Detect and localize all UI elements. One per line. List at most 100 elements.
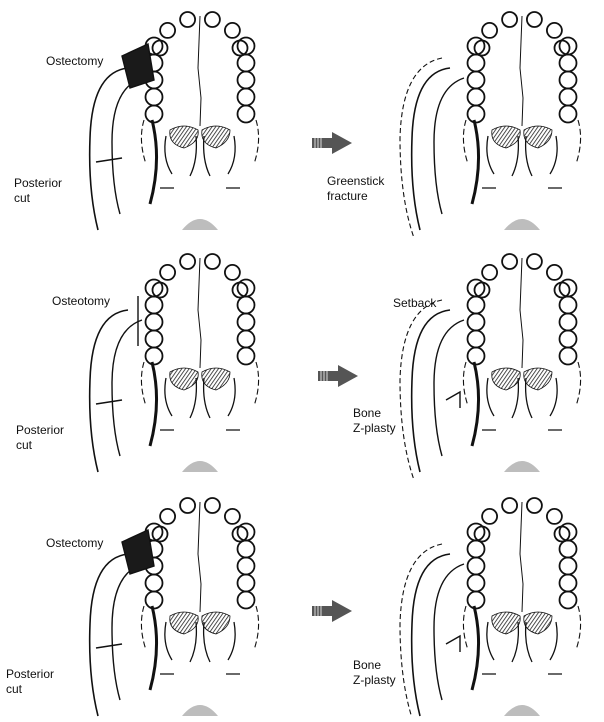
- label-row1-posterior: Posterior: [14, 176, 62, 190]
- tooth: [560, 331, 577, 348]
- label-row3-posterior: Posterior: [6, 667, 54, 681]
- pterygoid-outline: [141, 606, 258, 650]
- tooth: [468, 72, 485, 89]
- zygoma-inner: [434, 564, 464, 700]
- tooth: [146, 575, 163, 592]
- tooth: [153, 283, 168, 298]
- tooth: [560, 592, 577, 609]
- label-row2-osteotomy: Osteotomy: [52, 294, 110, 308]
- tooth: [225, 23, 240, 38]
- tooth: [238, 55, 255, 72]
- palate-r2-after: [400, 254, 581, 480]
- pterygoid-outline: [463, 120, 580, 164]
- tooth: [146, 106, 163, 123]
- tooth: [560, 575, 577, 592]
- palatal-shelf-left: [170, 126, 198, 148]
- tooth: [160, 265, 175, 280]
- tooth: [146, 592, 163, 609]
- palate-r1-after: [400, 12, 581, 238]
- label-row2-setback: Setback: [393, 296, 436, 310]
- tooth: [225, 509, 240, 524]
- tooth: [527, 12, 542, 27]
- midline-suture: [520, 258, 523, 368]
- tooth: [146, 89, 163, 106]
- posterior-cut-line: [96, 400, 122, 404]
- ostectomy-block: [122, 44, 154, 88]
- palatal-shelf-right: [524, 126, 552, 148]
- tooth: [233, 527, 248, 542]
- nasal-mound: [182, 219, 218, 230]
- label-row3-ostectomy: Ostectomy: [46, 536, 103, 550]
- zygoma-shadow: [150, 606, 157, 690]
- palatal-shelf-left: [492, 368, 520, 390]
- label-row2-posterior: Posterior: [16, 423, 64, 437]
- tooth: [475, 527, 490, 542]
- tooth: [233, 283, 248, 298]
- tooth: [475, 41, 490, 56]
- nasal-mound: [182, 461, 218, 472]
- tooth: [238, 575, 255, 592]
- tooth: [225, 265, 240, 280]
- midline-suture: [520, 502, 523, 612]
- palatal-shelf-right: [524, 612, 552, 634]
- tooth: [547, 23, 562, 38]
- nasal-mound: [182, 705, 218, 716]
- tooth: [502, 12, 517, 27]
- palate-r3-after: [400, 498, 581, 717]
- tooth: [205, 254, 220, 269]
- zygoma-shadow: [472, 362, 479, 446]
- midline-suture: [520, 16, 523, 126]
- tooth: [238, 106, 255, 123]
- z-plasty-mark: [446, 636, 460, 652]
- tooth: [560, 55, 577, 72]
- tooth: [238, 348, 255, 365]
- tooth: [180, 498, 195, 513]
- zygoma-outer: [90, 310, 128, 472]
- zygoma-inner: [434, 320, 464, 456]
- tooth: [555, 527, 570, 542]
- tooth: [468, 558, 485, 575]
- posterior-cut-line: [96, 644, 122, 648]
- tooth: [238, 72, 255, 89]
- palatal-shelf-right: [202, 368, 230, 390]
- tooth: [146, 331, 163, 348]
- tooth: [482, 509, 497, 524]
- arrow-head: [332, 132, 352, 154]
- tooth: [238, 297, 255, 314]
- tooth: [527, 254, 542, 269]
- palatal-shelf-left: [170, 612, 198, 634]
- tooth: [468, 541, 485, 558]
- tooth: [560, 558, 577, 575]
- arrow-head: [332, 600, 352, 622]
- zygoma-shadow: [472, 120, 479, 204]
- label-row2-cut: cut: [16, 438, 32, 452]
- midline-suture: [198, 502, 201, 612]
- palate-r2-before: [90, 254, 259, 472]
- right-arrow-icon: [312, 600, 352, 622]
- tooth: [560, 72, 577, 89]
- tooth: [468, 348, 485, 365]
- label-row1-cut: cut: [14, 191, 30, 205]
- arrow-head: [338, 365, 358, 387]
- tooth: [238, 89, 255, 106]
- zygoma-outer: [412, 310, 450, 472]
- zygoma-shadow: [150, 120, 157, 204]
- tooth: [205, 498, 220, 513]
- palate-r1-before: [90, 12, 259, 230]
- nasal-mound: [504, 461, 540, 472]
- tooth: [238, 331, 255, 348]
- tooth: [160, 23, 175, 38]
- palatal-shelf-right: [202, 612, 230, 634]
- label-row1-ostectomy: Ostectomy: [46, 54, 103, 68]
- tooth: [560, 541, 577, 558]
- palatal-shelf-left: [492, 126, 520, 148]
- original-position-dashed: [400, 544, 442, 717]
- tooth: [233, 41, 248, 56]
- label-row3-zplasty: Z-plasty: [353, 673, 396, 687]
- midline-suture: [198, 258, 201, 368]
- pterygoid-outline: [141, 120, 258, 164]
- tooth: [180, 254, 195, 269]
- tooth: [560, 314, 577, 331]
- pterygoid-outline: [141, 362, 258, 406]
- tooth: [560, 297, 577, 314]
